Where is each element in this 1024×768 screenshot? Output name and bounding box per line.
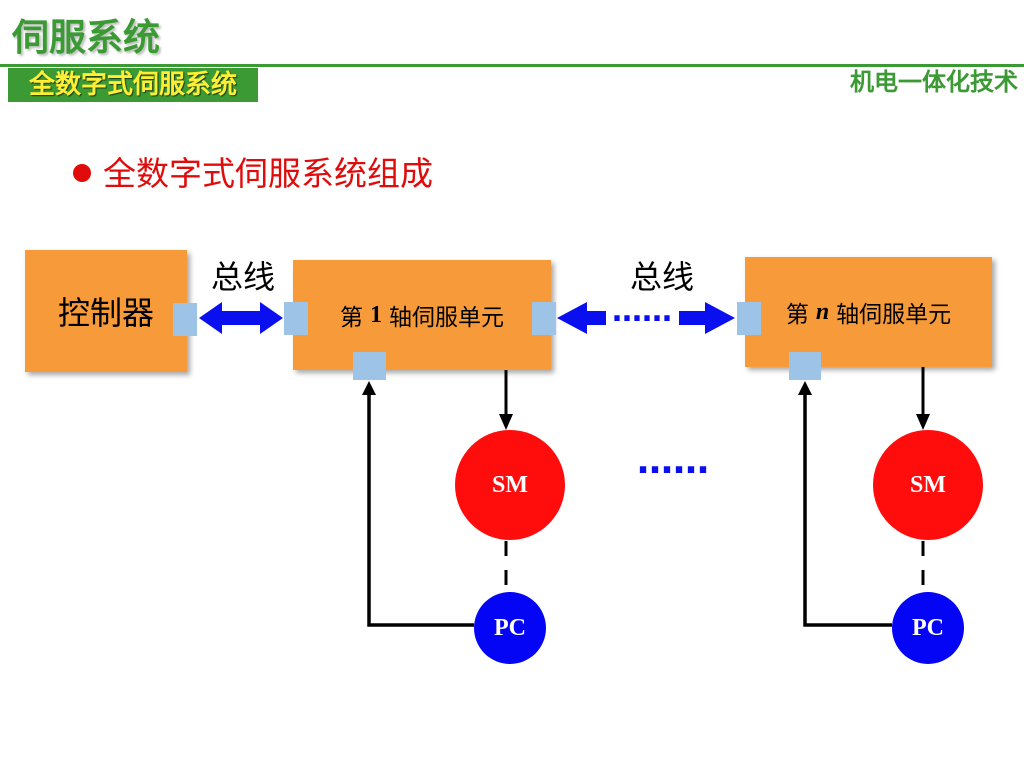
page-title: 伺服系统: [12, 16, 160, 59]
bullet-text: 全数字式伺服系统组成: [103, 154, 433, 193]
unit1-bus-in-port: [284, 302, 308, 335]
bus-arrow-right-segment: [679, 302, 735, 334]
header-divider: [0, 64, 1024, 67]
units-ellipsis: ……: [637, 441, 709, 482]
unitn-feedback-port: [789, 352, 821, 380]
controller-box: 控制器: [25, 250, 187, 372]
bus-ellipsis: ……: [612, 294, 672, 329]
drive-arrowhead-unitn: [916, 414, 930, 430]
unit1-feedback-port: [353, 352, 386, 380]
servo-motor-n: SM: [873, 430, 983, 540]
bus-arrow-left-segment: [557, 302, 606, 334]
feedback-arrowhead-unitn: [798, 381, 812, 395]
controller-bus-port: [173, 303, 197, 336]
controller-label: 控制器: [57, 294, 154, 332]
servo-motor-1-label: SM: [492, 471, 528, 498]
bullet-icon: [73, 164, 91, 182]
bus-arrow-controller-unit1: [199, 302, 283, 334]
servo-unit-1-index: 1: [370, 301, 382, 328]
position-encoder-1-label: PC: [494, 614, 526, 641]
feedback-arrowhead-unit1: [362, 381, 376, 395]
feedback-line-unit1: [367, 392, 474, 627]
unit1-bus-out-port: [532, 302, 556, 335]
servo-unit-n-index: n: [815, 298, 830, 325]
position-encoder-n: PC: [892, 592, 964, 664]
servo-motor-1: SM: [455, 430, 565, 540]
bus-label-2: 总线: [630, 258, 695, 296]
servo-unit-1-prefix: 第: [340, 305, 363, 331]
servo-motor-n-label: SM: [910, 471, 946, 498]
feedback-line-unitn: [803, 392, 892, 627]
position-encoder-n-label: PC: [912, 614, 944, 641]
servo-unit-n-suffix: 轴伺服单元: [836, 302, 952, 328]
servo-unit-1-suffix: 轴伺服单元: [389, 305, 504, 331]
drive-arrowhead-unit1: [499, 414, 513, 430]
servo-unit-n-prefix: 第: [785, 302, 809, 328]
section-label: 全数字式伺服系统: [8, 68, 258, 102]
position-encoder-1: PC: [474, 592, 546, 664]
course-name: 机电一体化技术: [850, 68, 1018, 96]
unitn-bus-in-port: [737, 302, 761, 335]
bus-label-1: 总线: [211, 258, 276, 296]
